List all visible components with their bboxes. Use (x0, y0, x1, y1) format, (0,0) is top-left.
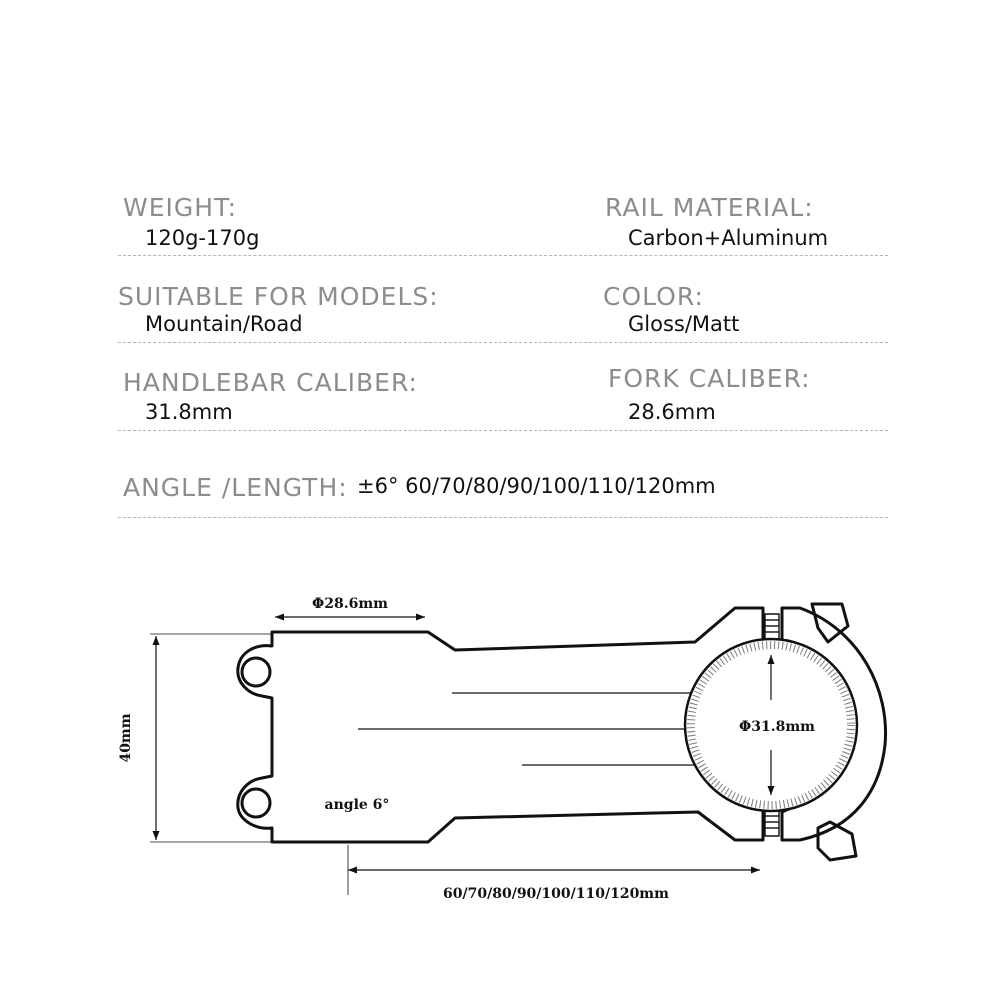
stem-diagram: Φ28.6mm 40mm Φ31.8mm angle 6° 60/70/80/9… (118, 596, 888, 902)
suitable-for-value: Mountain/Road (145, 312, 303, 336)
angle-label: angle 6° (325, 797, 390, 813)
angle-length-value: ±6° 60/70/80/90/100/110/120mm (357, 474, 716, 498)
separator (118, 255, 888, 256)
weight-value: 120g-170g (145, 226, 260, 250)
faceplate-tab (810, 602, 850, 644)
handlebar-clamp (683, 637, 859, 813)
weight-label: WEIGHT: (123, 193, 238, 222)
bolt-hole (240, 787, 272, 819)
bolt-hole (240, 656, 272, 688)
bar-diameter-label: Φ31.8mm (739, 719, 815, 735)
color-label: COLOR: (603, 282, 704, 311)
faceplate-tab (816, 820, 858, 862)
height-label: 40mm (118, 713, 134, 762)
rail-material-value: Carbon+Aluminum (628, 226, 829, 250)
separator (118, 430, 888, 431)
separator (118, 342, 888, 343)
angle-length-label: ANGLE /LENGTH: (123, 473, 348, 502)
color-value: Gloss/Matt (628, 312, 740, 336)
fork-diameter-label: Φ28.6mm (312, 596, 388, 612)
length-label: 60/70/80/90/100/110/120mm (443, 886, 669, 902)
suitable-for-label: SUITABLE FOR MODELS: (118, 282, 439, 311)
handlebar-caliber-value: 31.8mm (145, 400, 233, 424)
stem-body (236, 606, 765, 844)
fork-caliber-label: FORK CALIBER: (608, 364, 811, 393)
rail-material-label: RAIL MATERIAL: (605, 193, 814, 222)
fork-caliber-value: 28.6mm (628, 400, 716, 424)
handlebar-caliber-label: HANDLEBAR CALIBER: (123, 368, 418, 397)
separator (118, 517, 888, 518)
